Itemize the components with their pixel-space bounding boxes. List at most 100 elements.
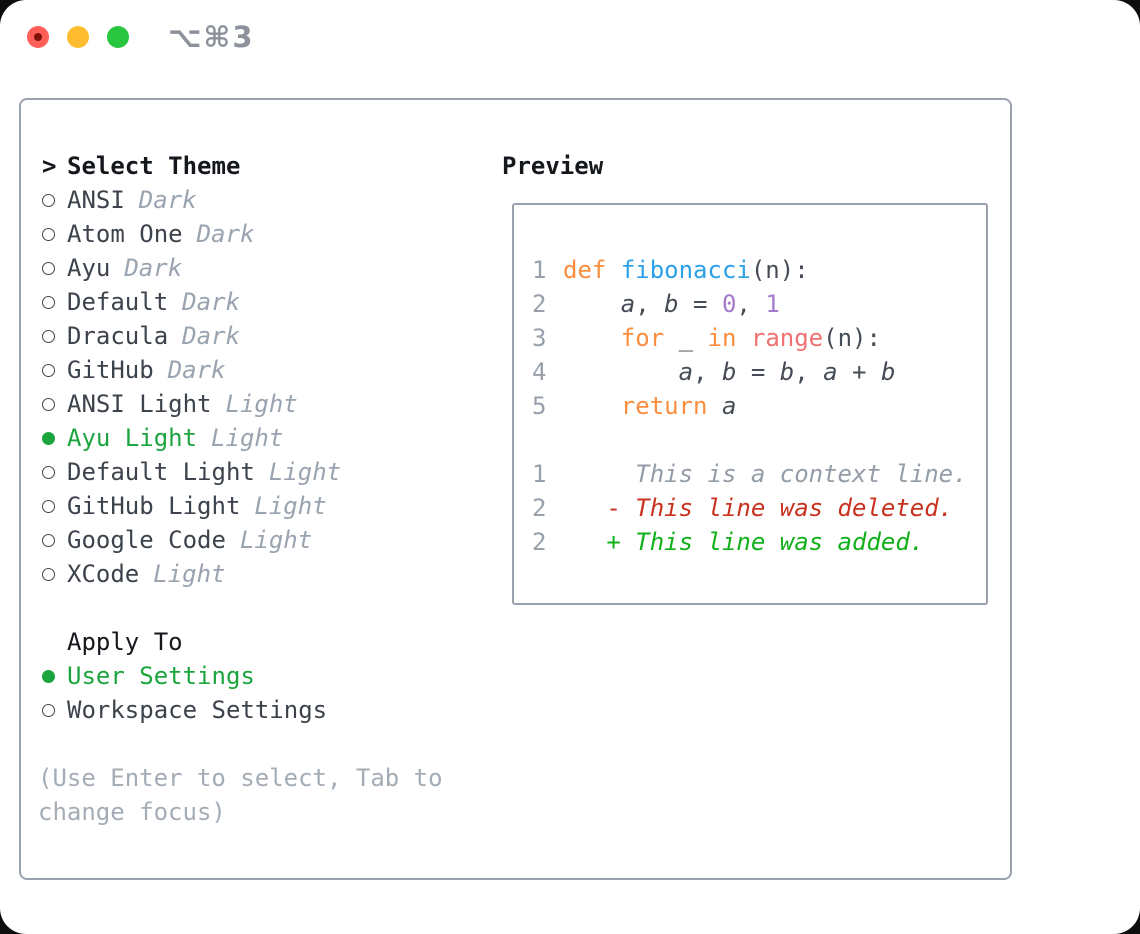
radio-icon bbox=[42, 261, 67, 275]
apply-to-title: Apply To bbox=[67, 628, 183, 656]
option-label: GitHub bbox=[67, 356, 154, 384]
code-line: 5 return a bbox=[532, 389, 986, 423]
diff-line-del: 2 - This line was deleted. bbox=[532, 491, 986, 525]
apply-option-workspace-settings[interactable]: Workspace Settings bbox=[42, 693, 502, 727]
radio-icon bbox=[42, 465, 67, 479]
line-number: 5 bbox=[532, 392, 547, 420]
diff-text: This line was added. bbox=[635, 528, 925, 556]
code-token: def bbox=[563, 256, 607, 284]
line-number: 2 bbox=[532, 494, 547, 522]
select-theme-header: > Select Theme bbox=[42, 149, 502, 183]
window-title-shortcut: ⌥⌘3 bbox=[168, 20, 255, 54]
minimize-button[interactable] bbox=[67, 26, 89, 48]
code-token bbox=[606, 256, 620, 284]
radio-icon bbox=[42, 499, 67, 513]
hint-text: (Use Enter to select, Tab to change focu… bbox=[38, 761, 502, 829]
code-token bbox=[736, 324, 750, 352]
radio-icon bbox=[42, 227, 67, 241]
option-variant-label: Dark bbox=[124, 254, 183, 282]
apply-option-user-settings[interactable]: User Settings bbox=[42, 659, 502, 693]
spacer bbox=[42, 591, 502, 625]
hint-line-2: change focus) bbox=[38, 798, 226, 826]
line-number: 1 bbox=[532, 256, 547, 284]
option-label: XCode bbox=[67, 560, 140, 588]
line-number: 4 bbox=[532, 358, 547, 386]
code-token bbox=[708, 392, 722, 420]
option-label: Dracula bbox=[67, 322, 169, 350]
code-token: a bbox=[823, 358, 838, 386]
option-label: User Settings bbox=[67, 662, 255, 690]
blank-line bbox=[532, 423, 986, 457]
option-variant-label: Light bbox=[211, 424, 284, 452]
code-token: = bbox=[736, 358, 780, 386]
code-token: 1 bbox=[765, 290, 780, 318]
code-token: _ bbox=[664, 324, 708, 352]
zoom-button[interactable] bbox=[107, 26, 129, 48]
radio-icon bbox=[42, 703, 67, 717]
theme-item-ansi-dark[interactable]: ANSI Dark bbox=[42, 183, 502, 217]
option-label: Ayu Light bbox=[67, 424, 198, 452]
theme-item-github-dark[interactable]: GitHub Dark bbox=[42, 353, 502, 387]
code-token: (n): bbox=[823, 324, 881, 352]
option-label: Default Light bbox=[67, 458, 255, 486]
option-variant-label: Dark bbox=[138, 186, 197, 214]
code-token: b bbox=[779, 358, 795, 386]
option-variant-label: Light bbox=[239, 526, 313, 554]
code-token: = bbox=[678, 290, 722, 318]
prompt-caret-icon: > bbox=[42, 152, 57, 180]
code-token: return bbox=[620, 392, 708, 420]
option-variant-label: Dark bbox=[167, 356, 226, 384]
code-token: a bbox=[620, 290, 636, 318]
code-token: , bbox=[794, 358, 824, 386]
code-token: b bbox=[880, 358, 896, 386]
code-token: for bbox=[620, 324, 665, 352]
diff-line-ctx: 1 This is a context line. bbox=[532, 457, 986, 491]
window-titlebar: ⌥⌘3 bbox=[0, 0, 1140, 74]
option-label: ANSI bbox=[67, 186, 125, 214]
code-token bbox=[563, 290, 621, 318]
option-variant-label: Light bbox=[268, 458, 342, 486]
close-button[interactable] bbox=[27, 26, 49, 48]
radio-selected-icon bbox=[42, 431, 67, 445]
line-number: 3 bbox=[532, 324, 547, 352]
spacer bbox=[42, 727, 502, 761]
select-theme-title: Select Theme bbox=[67, 152, 241, 180]
diff-text: This line was deleted. bbox=[635, 494, 954, 522]
option-variant-label: Dark bbox=[196, 220, 255, 248]
theme-item-ayu-light-light[interactable]: Ayu Light Light bbox=[42, 421, 502, 455]
radio-icon bbox=[42, 533, 67, 547]
code-line: 2 a, b = 0, 1 bbox=[532, 287, 986, 321]
preview-title: Preview bbox=[502, 152, 604, 180]
code-token: b bbox=[664, 290, 679, 318]
option-variant-label: Dark bbox=[182, 322, 240, 350]
theme-item-default-light-light[interactable]: Default Light Light bbox=[42, 455, 502, 489]
option-variant-label: Light bbox=[254, 492, 327, 520]
option-label: Workspace Settings bbox=[67, 696, 328, 724]
hint-line-1: (Use Enter to select, Tab to bbox=[38, 764, 443, 792]
code-token: range bbox=[750, 324, 824, 352]
diff-text: This is a context line. bbox=[635, 460, 968, 488]
code-line: 4 a, b = b, a + b bbox=[532, 355, 986, 389]
theme-item-xcode-light[interactable]: XCode Light bbox=[42, 557, 502, 591]
theme-item-dracula-dark[interactable]: Dracula Dark bbox=[42, 319, 502, 353]
line-number: 2 bbox=[532, 290, 547, 318]
option-variant-label: Light bbox=[153, 560, 226, 588]
code-token: a bbox=[678, 358, 694, 386]
radio-icon bbox=[42, 363, 67, 377]
diff-line-add: 2 + This line was added. bbox=[532, 525, 986, 559]
option-variant-label: Light bbox=[225, 390, 298, 418]
